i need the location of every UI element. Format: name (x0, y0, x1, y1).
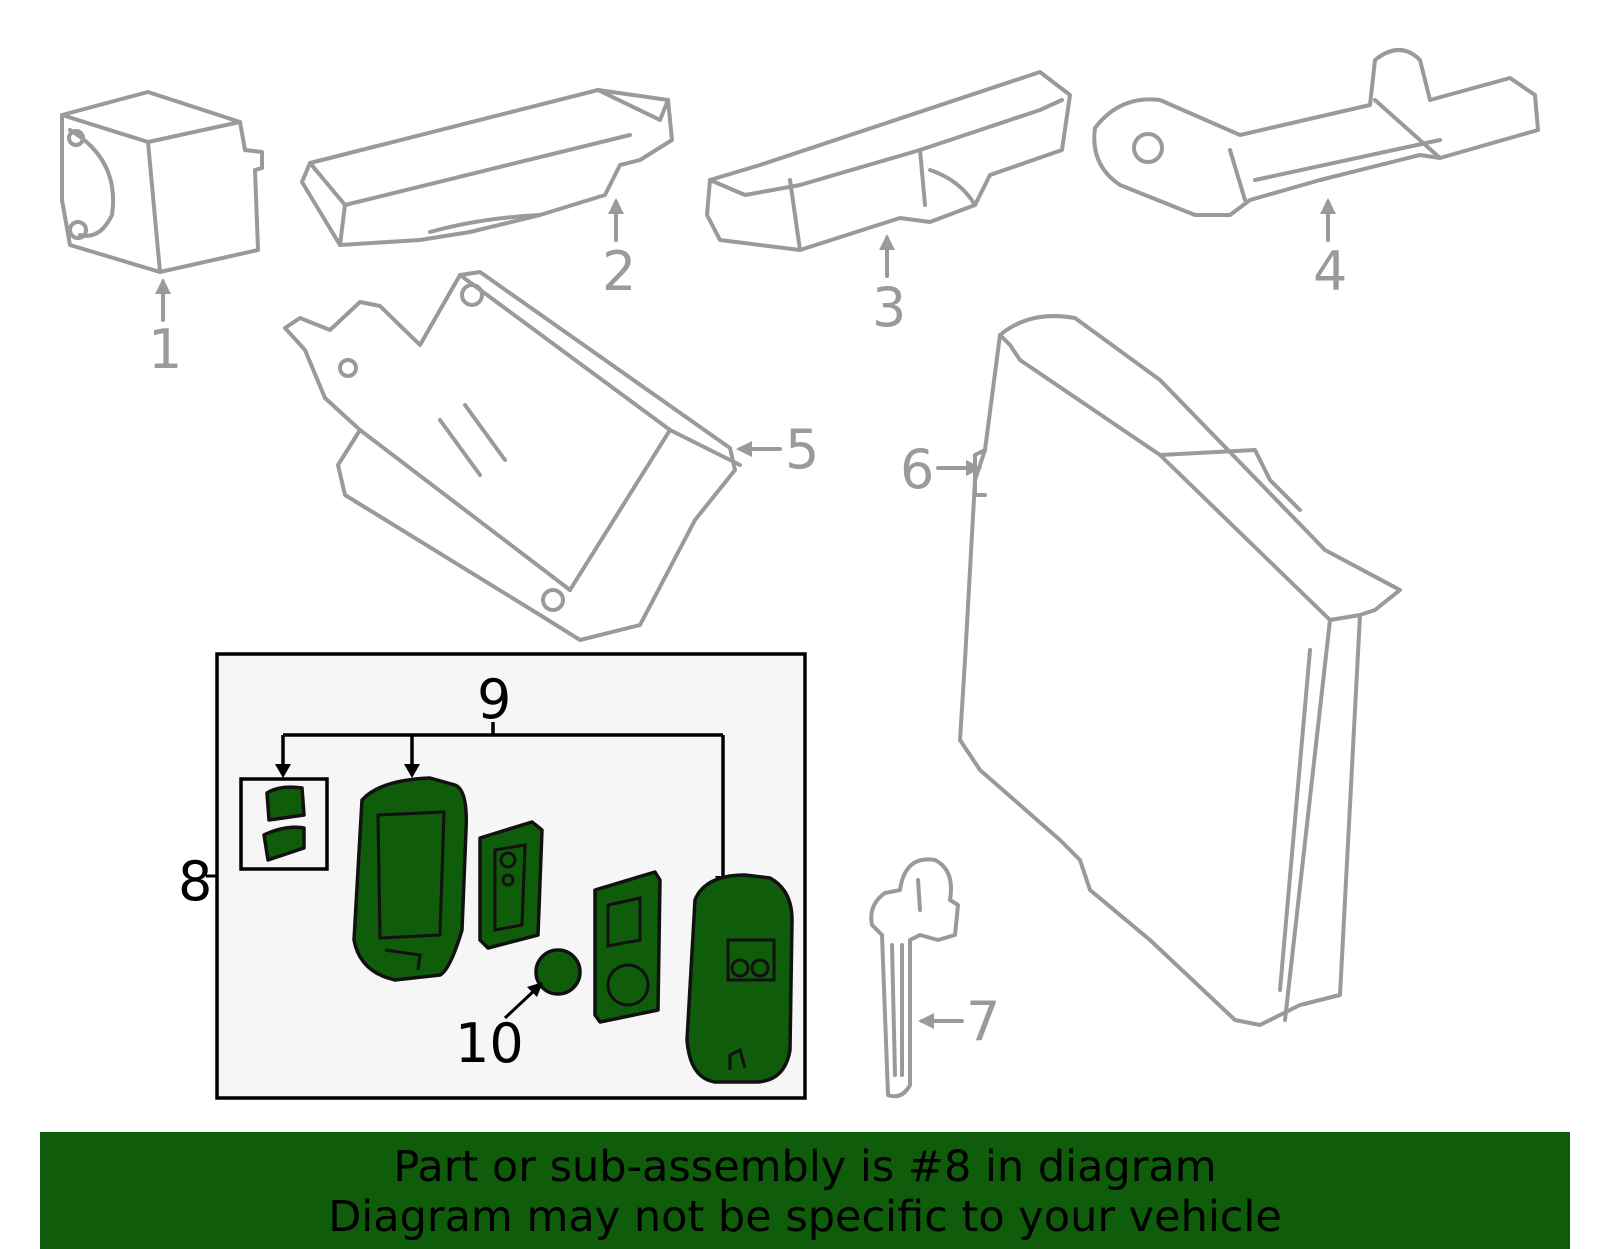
callout-9: 9 (477, 668, 511, 731)
part-7-icon (869, 857, 960, 1099)
callout-4: 4 (1313, 240, 1347, 303)
part-3-icon (705, 70, 1072, 252)
callout-2: 2 (602, 240, 636, 303)
part-4-icon (1092, 48, 1540, 217)
part-5-icon (283, 270, 742, 642)
callout-3: 3 (872, 276, 906, 339)
callout-5: 5 (785, 418, 819, 481)
callout-7: 7 (966, 990, 1000, 1053)
info-banner: Part or sub-assembly is #8 in diagram Di… (40, 1132, 1570, 1249)
part-2-icon (300, 88, 674, 247)
part-6-icon (958, 314, 1402, 1027)
banner-line-1: Part or sub-assembly is #8 in diagram (393, 1142, 1217, 1192)
callout-10: 10 (455, 1012, 524, 1075)
callout-6: 6 (900, 438, 934, 501)
callout-1: 1 (148, 318, 182, 381)
banner-line-2: Diagram may not be specific to your vehi… (328, 1192, 1282, 1242)
callout-8: 8 (178, 850, 212, 913)
part-8-icon (239, 776, 794, 1084)
part-1-icon (60, 90, 264, 274)
